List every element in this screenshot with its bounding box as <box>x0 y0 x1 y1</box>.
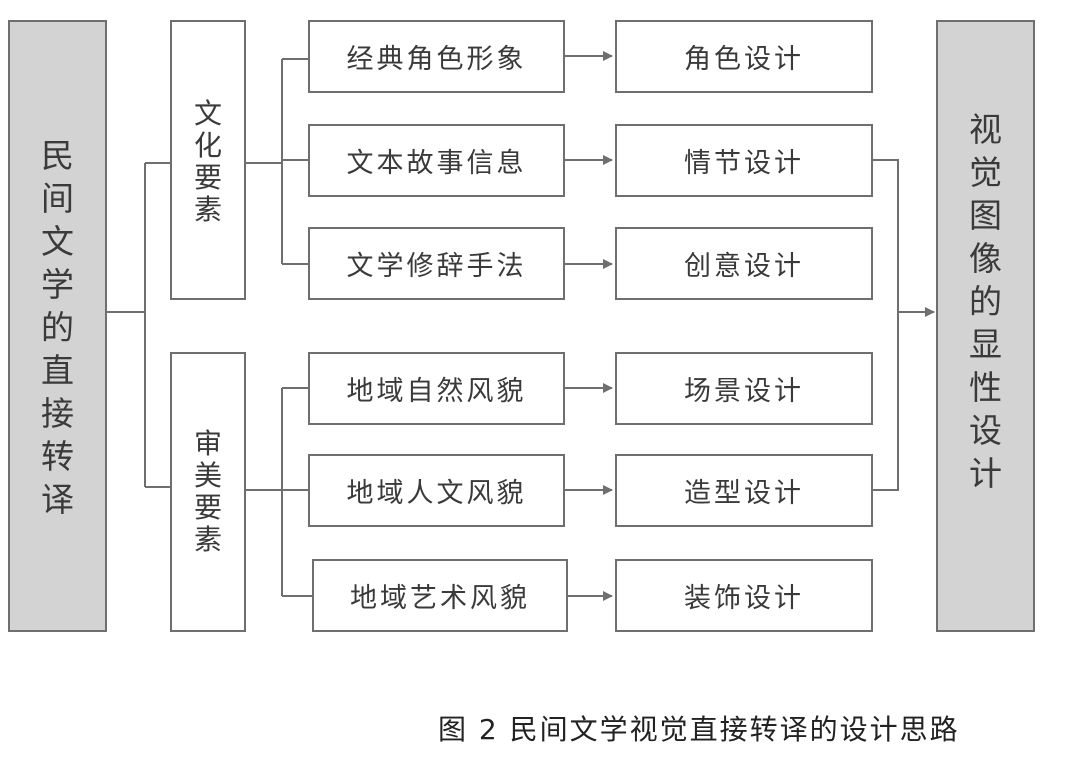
design-box-6: 装饰设计 <box>615 559 873 632</box>
element-label: 地域艺术风貌 <box>350 583 530 614</box>
result-box-text: 视 觉 图 像 的 显 性 设 计 <box>969 110 1002 493</box>
category-culture-text: 文 化 要 素 <box>193 97 222 226</box>
element-box-1: 经典角色形象 <box>308 20 565 93</box>
element-box-6: 地域艺术风貌 <box>312 559 568 632</box>
source-box: 民 间 文 学 的 直 接 转 译 <box>8 20 107 632</box>
element-box-4: 地域自然风貌 <box>308 352 565 425</box>
element-box-2: 文本故事信息 <box>308 124 565 197</box>
category-aesthetic-text: 审 美 要 素 <box>193 427 222 556</box>
design-label: 情节设计 <box>684 148 804 179</box>
result-box: 视 觉 图 像 的 显 性 设 计 <box>936 20 1035 632</box>
figure-caption: 图 2 民间文学视觉直接转译的设计思路 <box>438 713 960 746</box>
design-box-2: 情节设计 <box>615 124 873 197</box>
category-aesthetic-box: 审 美 要 素 <box>170 352 246 632</box>
design-label: 造型设计 <box>684 478 804 509</box>
element-label: 文本故事信息 <box>346 148 527 179</box>
design-label: 装饰设计 <box>684 583 804 614</box>
category-culture-box: 文 化 要 素 <box>170 20 246 300</box>
connector-left-to-categories <box>107 162 170 488</box>
source-box-text: 民 间 文 学 的 直 接 转 译 <box>41 136 74 519</box>
design-label: 角色设计 <box>684 44 804 75</box>
design-box-5: 造型设计 <box>615 454 873 527</box>
element-label: 地域自然风貌 <box>346 376 527 407</box>
element-box-3: 文学修辞手法 <box>308 227 565 300</box>
connector-culture-elements <box>246 58 308 265</box>
element-label: 文学修辞手法 <box>346 251 527 282</box>
design-box-1: 角色设计 <box>615 20 873 93</box>
design-box-3: 创意设计 <box>615 227 873 300</box>
element-label: 经典角色形象 <box>346 44 527 75</box>
design-label: 场景设计 <box>684 376 804 407</box>
element-box-5: 地域人文风貌 <box>308 454 565 527</box>
design-box-4: 场景设计 <box>615 352 873 425</box>
connector-designs-merge <box>873 159 934 491</box>
design-label: 创意设计 <box>684 251 804 282</box>
connector-aesthetic-elements <box>246 387 312 597</box>
element-label: 地域人文风貌 <box>346 478 527 509</box>
